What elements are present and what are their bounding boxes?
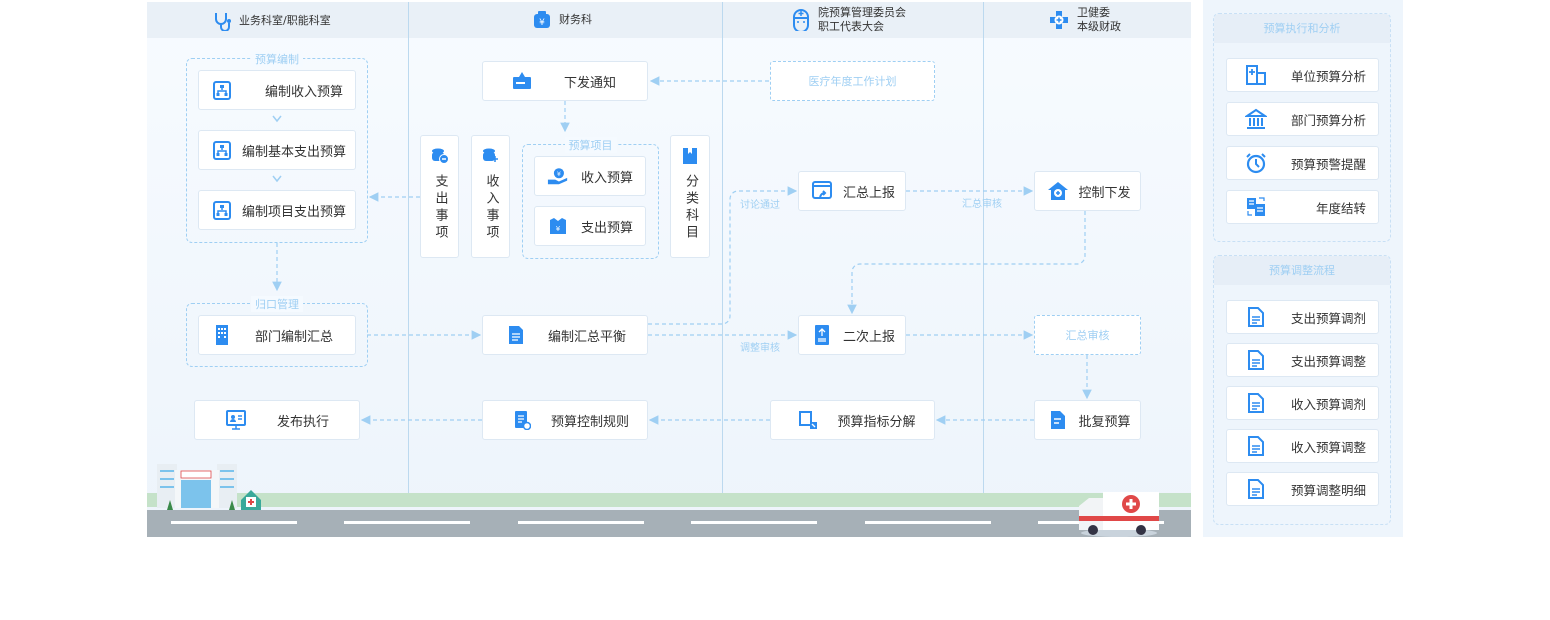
side-panel: 预算执行和分析 单位预算分析 部门预算分析 预算预警提醒 年度结转 预算调整流程… [1203,0,1403,537]
grass-strip [147,493,1191,507]
lane-title-health-commission: 卫健委本级财政 [1049,6,1121,34]
lane-title-committee: 院预算管理委员会职工代表大会 [792,6,906,34]
node-control-rules[interactable]: 预算控制规则 [482,400,648,440]
node-compile-balance[interactable]: 编制汇总平衡 [482,315,648,355]
document-icon [1248,479,1264,499]
adjust-group: 预算调整流程 支出预算调剂 支出预算调整 收入预算调剂 收入预算调整 预算调整明… [1213,255,1391,525]
ambulance-illustration [1079,492,1159,537]
budget-adjust-detail-button[interactable]: 预算调整明细 [1226,472,1379,506]
unit-budget-analysis-button[interactable]: 单位预算分析 [1226,58,1379,92]
doc-settings-icon [511,409,533,431]
document-icon [1248,307,1264,327]
money-bag-icon: ¥ [534,11,550,28]
node-compile-income[interactable]: 编制收入预算 [198,70,356,110]
group-budget-compile: 预算编制 [186,51,368,243]
hand-coin-icon: ¥ [547,165,569,187]
year-end-carryover-button[interactable]: 年度结转 [1226,190,1379,224]
node-category-subjects[interactable]: 分类科目 [670,135,710,258]
notice-board-icon [511,70,533,92]
node-income-budget[interactable]: ¥收入预算 [534,156,646,196]
bank-icon [1245,108,1267,129]
node-control-issue[interactable]: 控制下发 [1034,171,1141,211]
coins-plus-icon [482,148,498,162]
hospital-illustration [157,464,261,510]
org-chart-icon [211,199,233,221]
analysis-title: 预算执行和分析 [1214,14,1390,43]
income-budget-transfer-button[interactable]: 收入预算调剂 [1226,386,1379,420]
lane-divider [722,2,723,495]
node-summary-review[interactable]: 汇总审核 [1034,315,1141,355]
nurse-icon [793,9,809,31]
income-budget-adjust-button[interactable]: 收入预算调整 [1226,429,1379,463]
node-issue-notice[interactable]: 下发通知 [482,61,648,101]
node-medical-plan[interactable]: 医疗年度工作计划 [770,61,935,101]
group-budget-items: 预算项目 [522,137,659,259]
node-expense-items[interactable]: 支出事项 [420,135,459,258]
svg-text:¥: ¥ [557,170,561,178]
road-marking [865,521,991,524]
road-marking [518,521,644,524]
lane-header [147,2,1191,38]
lane-divider [983,2,984,495]
road-marking [344,521,470,524]
node-summary-report[interactable]: 汇总上报 [798,171,906,211]
lane-title-departments: 业务科室/职能科室 [213,11,331,31]
road-marking [171,521,297,524]
node-dept-summary[interactable]: 部门编制汇总 [198,315,356,355]
expense-budget-adjust-button[interactable]: 支出预算调整 [1226,343,1379,377]
document-icon [1248,436,1264,456]
edge-label-summary-review: 汇总审核 [962,199,1002,210]
document-icon [1248,350,1264,370]
monitor-user-icon [225,409,247,431]
lane-divider [408,2,409,495]
home-plus-icon [1047,180,1069,202]
book-icon [683,148,697,164]
edge-label-adjust-review: 调整审核 [740,343,780,354]
analysis-group: 预算执行和分析 单位预算分析 部门预算分析 预算预警提醒 年度结转 [1213,13,1391,242]
document-icon [1248,393,1264,413]
lane-title-finance: ¥ 财务科 [533,11,592,29]
org-chart-icon [211,139,233,161]
budget-flow-diagram: 业务科室/职能科室 ¥ 财务科 院预算管理委员会职工代表大会 卫健委本级财政 预… [147,2,1191,537]
dept-budget-analysis-button[interactable]: 部门预算分析 [1226,102,1379,136]
edge-label-discussed: 讨论通过 [740,200,780,211]
node-second-report[interactable]: 二次上报 [798,315,906,355]
node-indicator-breakdown[interactable]: 预算指标分解 [770,400,935,440]
road-marking [691,521,817,524]
alarm-clock-icon [1246,153,1266,174]
svg-text:¥: ¥ [556,225,561,233]
node-compile-basic-expense[interactable]: 编制基本支出预算 [198,130,356,170]
adjust-title: 预算调整流程 [1214,256,1390,285]
node-compile-project-expense[interactable]: 编制项目支出预算 [198,190,356,230]
doc-edit-icon [1047,409,1069,431]
upload-doc-icon [811,324,833,346]
svg-text:¥: ¥ [539,18,545,28]
split-doc-icon [797,409,819,431]
transfer-docs-icon [1247,197,1265,216]
node-expense-budget[interactable]: ¥支出预算 [534,206,646,246]
budget-warning-button[interactable]: 预算预警提醒 [1226,146,1379,180]
expense-budget-transfer-button[interactable]: 支出预算调剂 [1226,300,1379,334]
node-approve-budget[interactable]: 批复预算 [1034,400,1141,440]
coins-minus-icon [431,148,449,164]
org-chart-icon [211,79,233,101]
wallet-yuan-icon: ¥ [547,215,569,237]
document-list-icon [505,324,527,346]
building-icon [211,324,233,346]
upload-window-icon [811,180,833,202]
node-publish-execute[interactable]: 发布执行 [194,400,360,440]
stethoscope-icon [215,13,231,31]
hospital-building-icon [1246,65,1266,85]
road [147,510,1191,537]
medical-cross-icon [1050,11,1068,29]
node-income-items[interactable]: 收入事项 [471,135,510,258]
